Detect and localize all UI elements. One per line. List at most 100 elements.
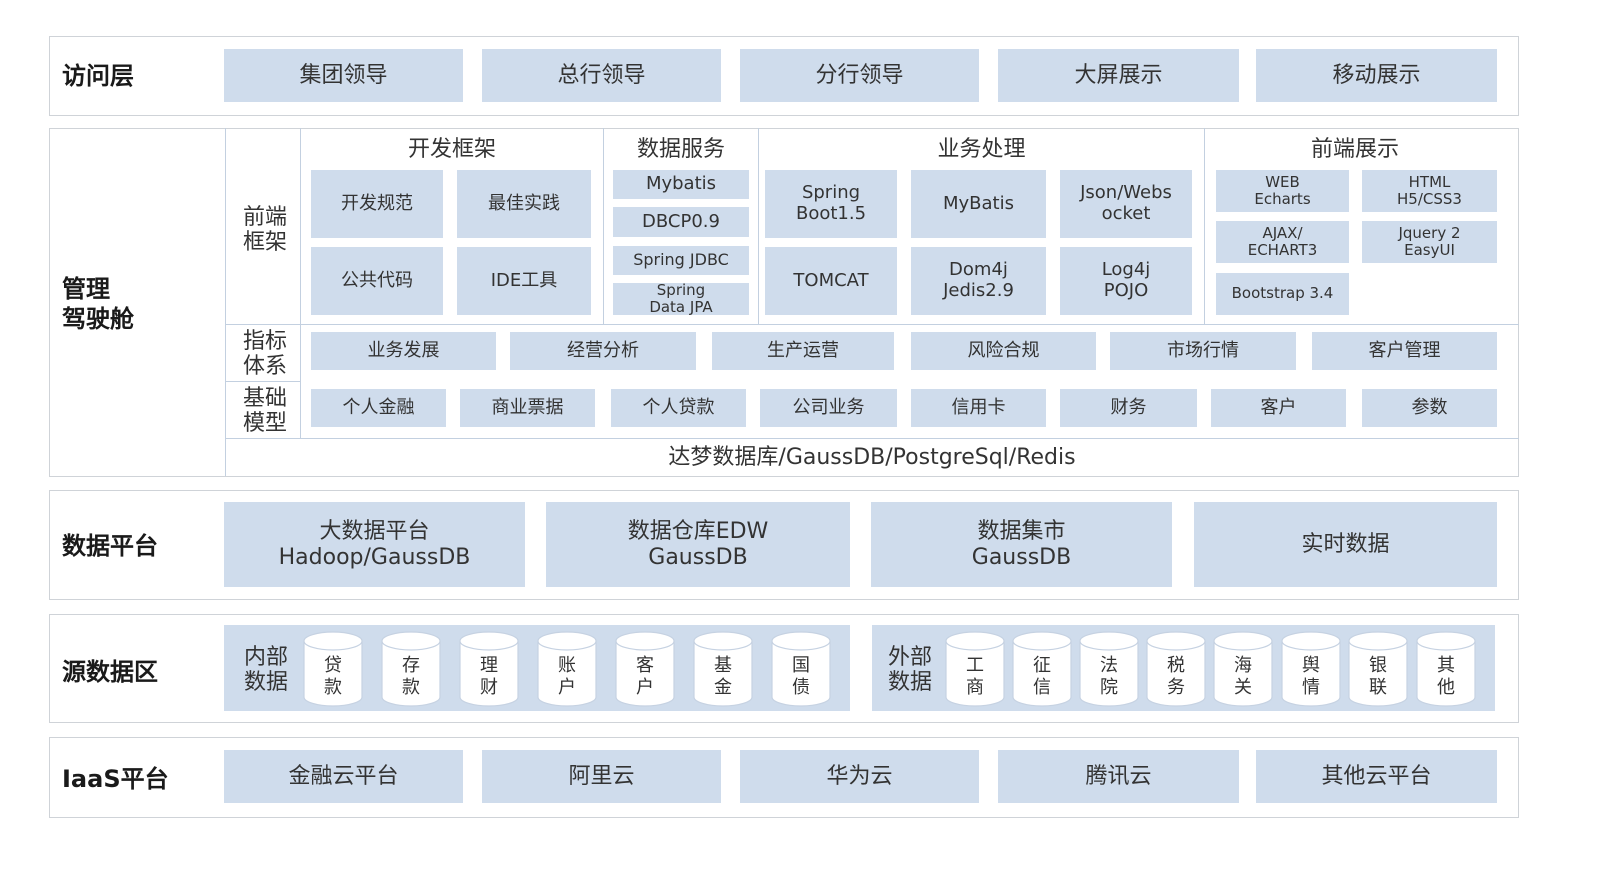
- model-item: 商业票据: [460, 389, 595, 427]
- data-platform-title: 数据平台: [62, 532, 158, 560]
- external-source-label: 税 务: [1167, 655, 1185, 698]
- indicator-item: 市场行情: [1110, 332, 1296, 370]
- external-source-label: 舆 情: [1302, 655, 1320, 698]
- cockpit-divider: [225, 438, 1519, 439]
- database-cylinder: 征 信: [1012, 631, 1072, 707]
- cockpit-divider: [300, 128, 301, 438]
- database-cylinder: 存 款: [381, 631, 441, 707]
- access-item-head-office-leader: 总行领导: [482, 49, 721, 102]
- front-display-bootstrap: Bootstrap 3.4: [1216, 273, 1349, 315]
- model-item: 个人贷款: [611, 389, 746, 427]
- dev-item-common-code: 公共代码: [311, 247, 443, 315]
- database-cylinder: 理 财: [459, 631, 519, 707]
- data-platform-edw: 数据仓库EDW GaussDB: [546, 502, 850, 587]
- cockpit-divider: [603, 128, 604, 324]
- internal-source-label: 账 户: [558, 655, 576, 698]
- data-service-mybatis: Mybatis: [613, 170, 749, 199]
- internal-source-label: 理 财: [480, 655, 498, 698]
- cockpit-title: 管理 驾驶舱: [62, 275, 134, 333]
- database-cylinder: 客 户: [615, 631, 675, 707]
- dev-framework-title: 开发框架: [407, 137, 496, 163]
- iaas-item-tencent-cloud: 腾讯云: [998, 750, 1239, 803]
- cockpit-divider: [225, 128, 226, 476]
- database-cylinder: 税 务: [1146, 631, 1206, 707]
- database-cylinder: 法 院: [1079, 631, 1139, 707]
- front-display-web-echarts: WEB Echarts: [1216, 170, 1349, 212]
- base-model-label: 基础 模型: [242, 385, 287, 436]
- database-cylinder: 国 债: [771, 631, 831, 707]
- database-label: 达梦数据库/GaussDB/PostgreSql/Redis: [668, 445, 1076, 471]
- database-cylinder: 账 户: [537, 631, 597, 707]
- cockpit-divider: [225, 324, 1519, 325]
- iaas-item-finance-cloud: 金融云平台: [224, 750, 463, 803]
- access-item-big-screen: 大屏展示: [998, 49, 1239, 102]
- data-service-dbcp: DBCP0.9: [613, 207, 749, 237]
- internal-data-label: 内部 数据: [243, 644, 288, 695]
- external-source-label: 海 关: [1234, 655, 1252, 698]
- access-item-mobile: 移动展示: [1256, 49, 1497, 102]
- database-cylinder: 基 金: [693, 631, 753, 707]
- dev-item-standards: 开发规范: [311, 170, 443, 238]
- frontend-framework-label: 前端 框架: [242, 204, 287, 255]
- indicator-item: 经营分析: [510, 332, 696, 370]
- external-source-label: 征 信: [1033, 655, 1051, 698]
- internal-source-label: 基 金: [714, 655, 732, 698]
- data-platform-realtime: 实时数据: [1194, 502, 1497, 587]
- database-cylinder: 海 关: [1213, 631, 1273, 707]
- iaas-item-aliyun: 阿里云: [482, 750, 721, 803]
- front-display-jquery: Jquery 2 EasyUI: [1362, 221, 1497, 263]
- external-source-label: 法 院: [1100, 655, 1118, 698]
- model-item: 个人金融: [311, 389, 446, 427]
- access-layer-title: 访问层: [62, 62, 134, 90]
- data-platform-mart: 数据集市 GaussDB: [871, 502, 1172, 587]
- iaas-item-huawei-cloud: 华为云: [740, 750, 979, 803]
- internal-source-label: 客 户: [636, 655, 654, 698]
- business-mybatis: MyBatis: [911, 170, 1046, 238]
- business-tomcat: TOMCAT: [765, 247, 897, 315]
- dev-item-best-practice: 最佳实践: [457, 170, 591, 238]
- indicator-item: 生产运营: [712, 332, 894, 370]
- model-item: 客户: [1211, 389, 1346, 427]
- cockpit-divider: [1204, 128, 1205, 324]
- indicator-item: 风险合规: [911, 332, 1096, 370]
- internal-source-label: 贷 款: [324, 655, 342, 698]
- cockpit-divider: [225, 381, 301, 382]
- business-log4j-pojo: Log4j POJO: [1060, 247, 1192, 315]
- database-cylinder: 银 联: [1348, 631, 1408, 707]
- external-source-label: 其 他: [1437, 655, 1455, 698]
- front-display-html: HTML H5/CSS3: [1362, 170, 1497, 212]
- front-display-ajax: AJAX/ ECHART3: [1216, 221, 1349, 263]
- data-service-title: 数据服务: [636, 137, 725, 163]
- dev-item-ide-tools: IDE工具: [457, 247, 591, 315]
- front-display-title: 前端展示: [1310, 137, 1399, 163]
- model-item: 财务: [1060, 389, 1197, 427]
- business-processing-title: 业务处理: [937, 137, 1026, 163]
- database-cylinder: 其 他: [1416, 631, 1476, 707]
- iaas-title: IaaS平台: [62, 765, 169, 793]
- cockpit-divider: [758, 128, 759, 324]
- database-cylinder: 舆 情: [1281, 631, 1341, 707]
- iaas-item-other-cloud: 其他云平台: [1256, 750, 1497, 803]
- business-json-websocket: Json/Webs ocket: [1060, 170, 1192, 238]
- access-item-group-leader: 集团领导: [224, 49, 463, 102]
- database-cylinder: 贷 款: [303, 631, 363, 707]
- model-item: 参数: [1362, 389, 1497, 427]
- data-service-spring-jdbc: Spring JDBC: [613, 246, 749, 275]
- model-item: 信用卡: [911, 389, 1046, 427]
- model-item: 公司业务: [760, 389, 897, 427]
- internal-source-label: 国 债: [792, 655, 810, 698]
- data-service-spring-data-jpa: Spring Data JPA: [613, 281, 749, 316]
- indicator-item: 客户管理: [1312, 332, 1497, 370]
- source-data-title: 源数据区: [62, 658, 158, 686]
- external-data-label: 外部 数据: [887, 644, 932, 695]
- business-dom4j-jedis: Dom4j Jedis2.9: [911, 247, 1046, 315]
- internal-source-label: 存 款: [402, 655, 420, 698]
- database-cylinder: 工 商: [945, 631, 1005, 707]
- access-item-branch-leader: 分行领导: [740, 49, 979, 102]
- business-spring-boot: Spring Boot1.5: [765, 170, 897, 238]
- external-source-label: 银 联: [1369, 655, 1387, 698]
- indicator-system-label: 指标 体系: [242, 328, 287, 379]
- indicator-item: 业务发展: [311, 332, 496, 370]
- data-platform-big-data: 大数据平台 Hadoop/GaussDB: [224, 502, 525, 587]
- external-source-label: 工 商: [966, 655, 984, 698]
